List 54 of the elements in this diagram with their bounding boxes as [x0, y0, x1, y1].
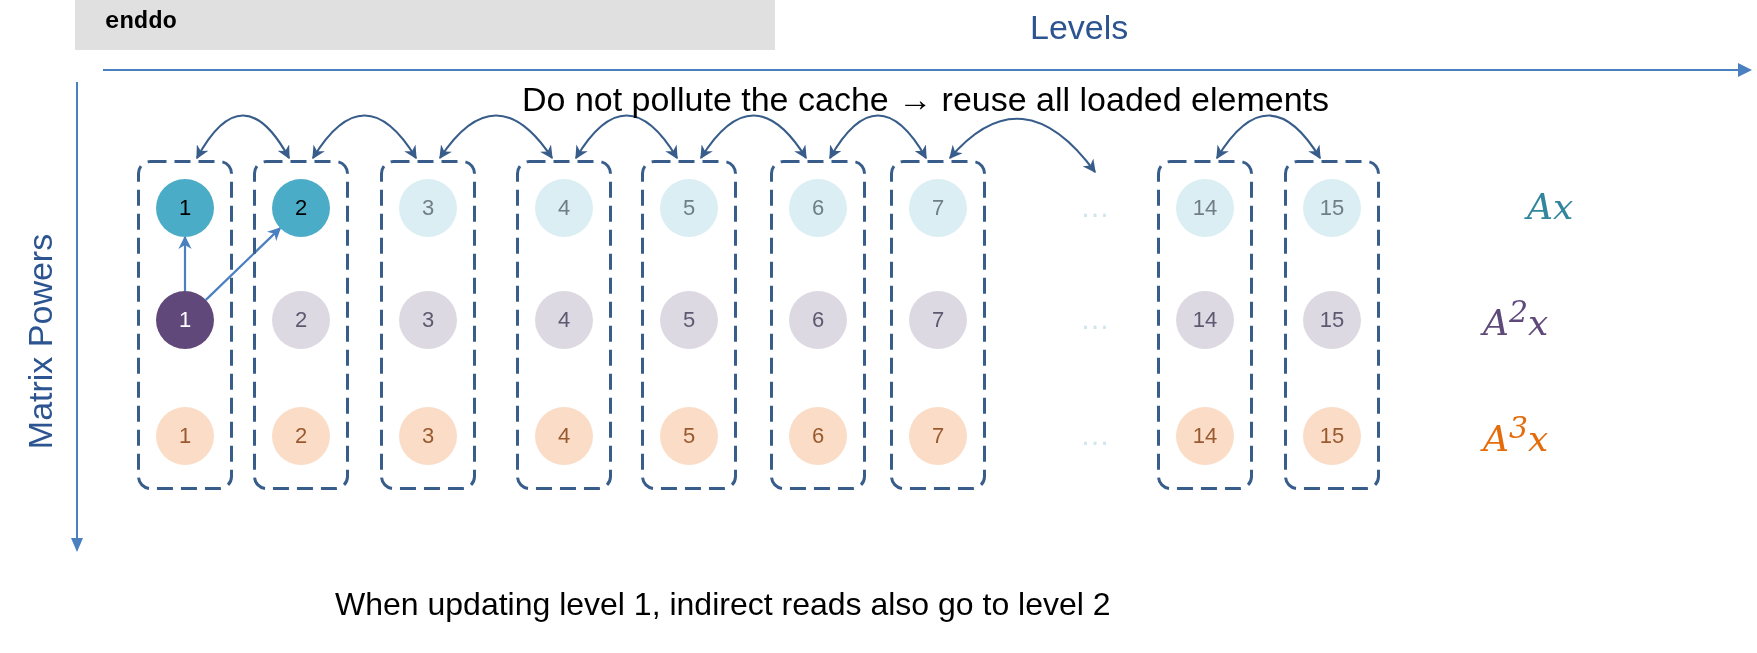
circle-node: 5 [660, 407, 718, 465]
axis-title: Matrix Powers [20, 232, 60, 452]
ellipsis-mark: … [1080, 418, 1110, 452]
double-headed-arrow [949, 117, 1096, 174]
note-text: Do not pollute the cache → reuse all loaded elements [522, 80, 1330, 119]
circle-node: 7 [909, 407, 967, 465]
circle-node: 5 [660, 179, 718, 237]
circle-node: 4 [535, 179, 593, 237]
note-text: When updating level 1, indirect reads also go to level 2 [335, 586, 1111, 623]
double-headed-arrow [312, 114, 417, 160]
double-headed-arrow [1216, 114, 1321, 160]
circle-node: 5 [660, 291, 718, 349]
dashed-group-box [380, 160, 476, 490]
circle-node: 14 [1176, 407, 1234, 465]
dashed-group-box [890, 160, 986, 490]
circle-node: 6 [789, 407, 847, 465]
dashed-group-box [641, 160, 737, 490]
double-headed-arrow [575, 114, 678, 160]
ellipsis-mark: … [1080, 190, 1110, 224]
circle-node: 15 [1303, 407, 1361, 465]
axis-title: Levels [1030, 8, 1129, 47]
circle-node: 4 [535, 407, 593, 465]
circle-node: 7 [909, 291, 967, 349]
circle-node: 14 [1176, 179, 1234, 237]
circle-node: 2 [272, 407, 330, 465]
circle-node: 6 [789, 179, 847, 237]
circle-node: 6 [789, 291, 847, 349]
double-headed-arrow [700, 114, 807, 160]
dashed-group-box [516, 160, 612, 490]
circle-node: 1 [156, 407, 214, 465]
circle-node: 4 [535, 291, 593, 349]
dashed-group-box [137, 160, 233, 490]
circle-node: 14 [1176, 291, 1234, 349]
circle-node: 2 [272, 291, 330, 349]
double-headed-arrow [439, 114, 553, 160]
double-headed-arrow [829, 114, 927, 160]
dashed-group-box [1284, 160, 1380, 490]
circle-node: 15 [1303, 291, 1361, 349]
dashed-group-box [253, 160, 349, 490]
circle-node: 3 [399, 291, 457, 349]
circle-node: 7 [909, 179, 967, 237]
arrow [178, 235, 192, 291]
circle-node: 15 [1303, 179, 1361, 237]
ellipsis-mark: … [1080, 302, 1110, 336]
circle-node: 1 [156, 179, 214, 237]
code-bar: enddo [75, 0, 775, 50]
arrow [205, 227, 282, 301]
circle-node: 3 [399, 179, 457, 237]
circle-node: 2 [272, 179, 330, 237]
dashed-group-box [1157, 160, 1253, 490]
dashed-group-box [770, 160, 866, 490]
circle-node: 1 [156, 291, 214, 349]
double-headed-arrow [196, 114, 290, 160]
circle-node: 3 [399, 407, 457, 465]
